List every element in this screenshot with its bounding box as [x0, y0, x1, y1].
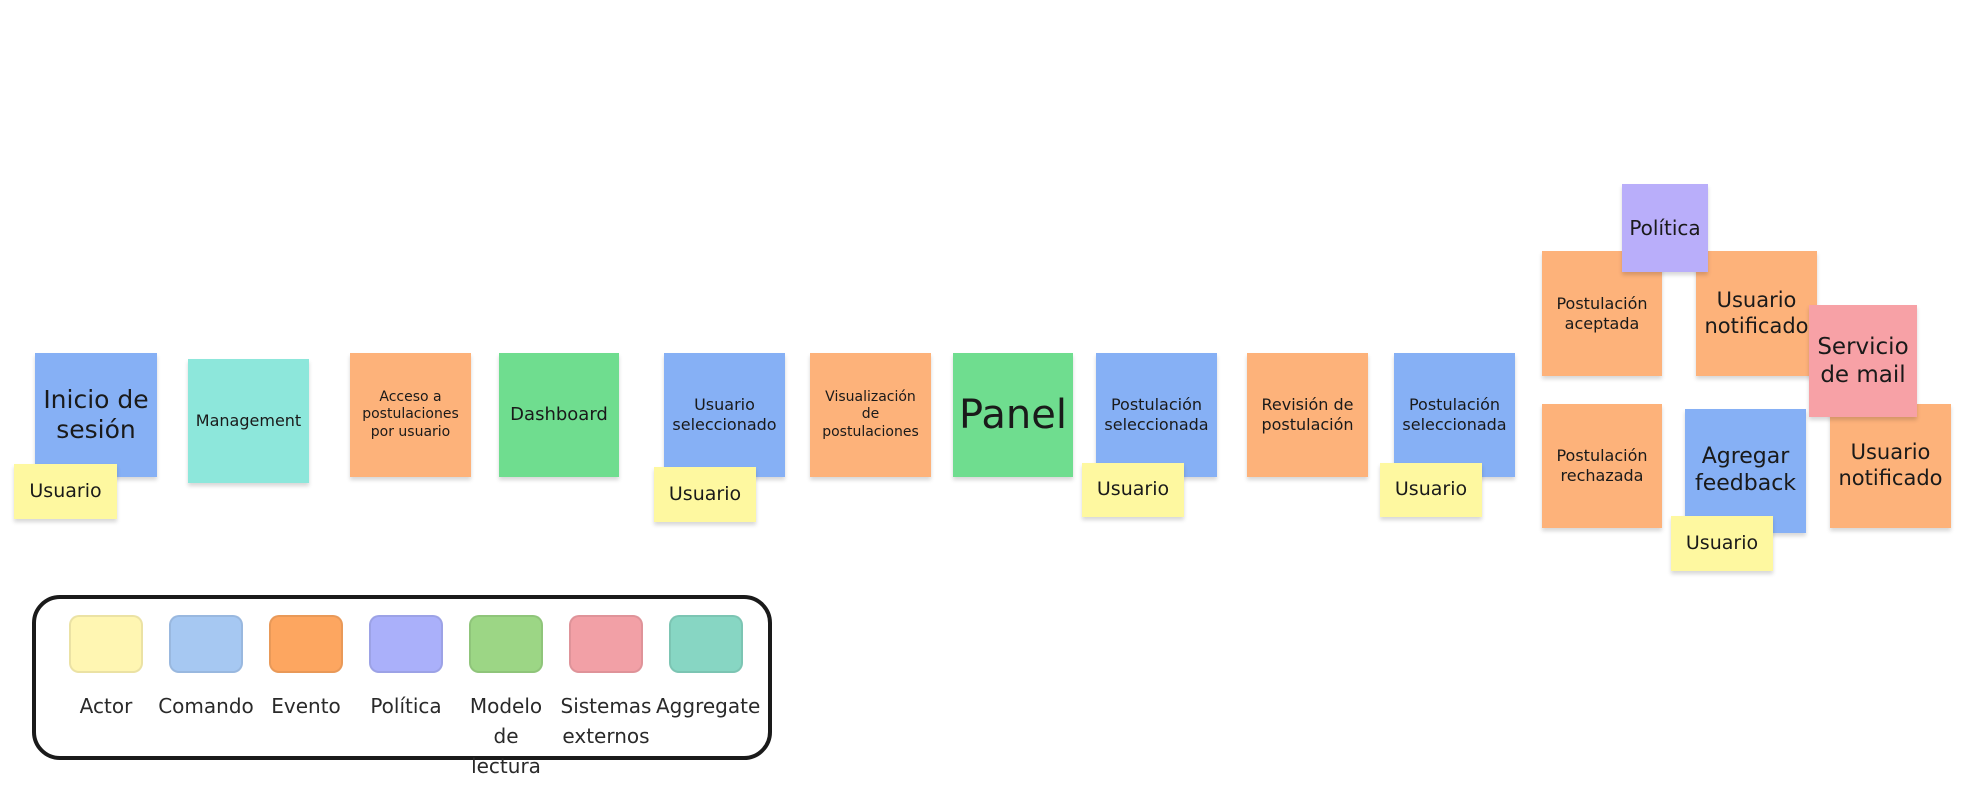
sticky-note-text: Visualización de postulaciones [822, 389, 919, 440]
legend-label: Sistemas externos [560, 694, 652, 748]
legend-swatch [669, 615, 743, 673]
sticky-note-text: Postulación aceptada [1556, 293, 1648, 333]
sticky-note-command-user-selected[interactable]: Usuario seleccionado [664, 353, 785, 477]
sticky-note-text: Revisión de postulación [1261, 395, 1354, 434]
sticky-note-text: Acceso a postulaciones por usuario [362, 389, 459, 440]
sticky-note-event-access[interactable]: Acceso a postulaciones por usuario [350, 353, 471, 477]
sticky-note-text: Dashboard [510, 404, 608, 426]
sticky-note-policy[interactable]: Política [1622, 184, 1708, 272]
sticky-note-aggregate-management[interactable]: Management [188, 359, 309, 483]
sticky-note-command-application-selected[interactable]: Postulación seleccionada [1394, 353, 1515, 477]
legend-label: Política [370, 694, 442, 718]
sticky-note-read-model-panel[interactable]: Panel [953, 353, 1073, 477]
legend-item-external-systems: Sistemas externos [556, 615, 656, 751]
sticky-note-event-view-applications[interactable]: Visualización de postulaciones [810, 353, 931, 477]
sticky-note-text: Usuario [1394, 478, 1468, 501]
legend-swatch [569, 615, 643, 673]
legend-item-policy: Política [356, 615, 456, 721]
sticky-note-actor[interactable]: Usuario [1082, 463, 1184, 517]
sticky-note-external-mail-service[interactable]: Servicio de mail [1809, 305, 1917, 417]
sticky-note-text: Usuario notificado [1704, 287, 1809, 338]
legend: Actor Comando Evento Política Modelo de … [32, 595, 772, 778]
legend-label: Aggregate [656, 694, 761, 718]
legend-item-aggregate: Aggregate [656, 615, 761, 721]
legend-label: Comando [158, 694, 254, 718]
legend-label: Modelo de lectura [469, 694, 543, 778]
sticky-note-text: Usuario [668, 482, 742, 505]
sticky-note-text: Usuario seleccionado [672, 395, 777, 434]
sticky-note-text: Usuario [1096, 478, 1170, 501]
sticky-note-actor[interactable]: Usuario [654, 467, 756, 522]
legend-item-read-model: Modelo de lectura [456, 615, 556, 781]
sticky-note-event-application-rejected[interactable]: Postulación rechazada [1542, 404, 1662, 528]
legend-label: Evento [271, 694, 341, 718]
legend-swatch [269, 615, 343, 673]
sticky-note-command-application-selected[interactable]: Postulación seleccionada [1096, 353, 1217, 477]
sticky-note-text: Postulación rechazada [1556, 446, 1648, 485]
legend-label: Actor [79, 694, 133, 718]
sticky-note-text: Usuario [29, 479, 102, 502]
sticky-note-command-login[interactable]: Inicio de sesión [35, 353, 157, 477]
sticky-note-event-user-notified[interactable]: Usuario notificado [1696, 251, 1817, 376]
legend-swatch [69, 615, 143, 673]
legend-swatch [169, 615, 243, 673]
sticky-note-read-model-dashboard[interactable]: Dashboard [499, 353, 619, 477]
sticky-note-event-user-notified[interactable]: Usuario notificado [1830, 404, 1951, 528]
legend-swatch [469, 615, 543, 673]
sticky-note-text: Postulación seleccionada [1104, 395, 1209, 434]
legend-item-event: Evento [256, 615, 356, 721]
sticky-note-command-add-feedback[interactable]: Agregar feedback [1685, 409, 1806, 533]
sticky-note-actor[interactable]: Usuario [14, 464, 117, 519]
sticky-note-event-application-review[interactable]: Revisión de postulación [1247, 353, 1368, 477]
sticky-note-text: Política [1629, 215, 1701, 240]
sticky-note-text: Inicio de sesión [43, 384, 149, 445]
sticky-note-actor[interactable]: Usuario [1671, 516, 1773, 571]
sticky-note-text: Panel [959, 391, 1067, 438]
sticky-note-text: Agregar feedback [1694, 444, 1797, 496]
sticky-note-text: Usuario notificado [1838, 440, 1943, 490]
legend-item-command: Comando [156, 615, 256, 721]
sticky-note-text: Servicio de mail [1817, 333, 1909, 388]
legend-item-actor: Actor [56, 615, 156, 721]
sticky-note-text: Management [195, 411, 302, 431]
legend-swatch [369, 615, 443, 673]
sticky-note-text: Usuario [1685, 531, 1759, 554]
sticky-note-text: Postulación seleccionada [1402, 395, 1507, 434]
sticky-note-actor[interactable]: Usuario [1380, 463, 1482, 517]
